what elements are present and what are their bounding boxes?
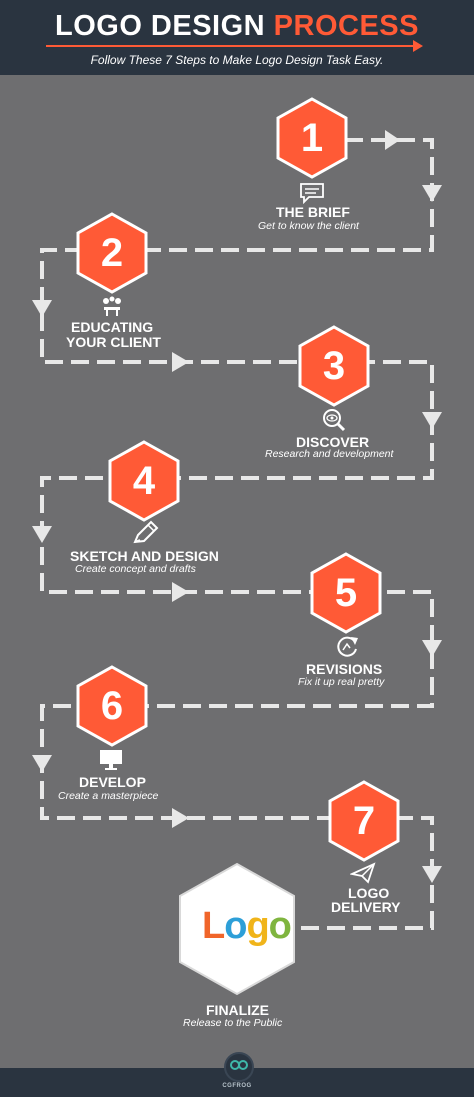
arrow-6 xyxy=(32,526,52,543)
arrow-8 xyxy=(422,640,442,657)
arrow-5 xyxy=(422,412,442,429)
pencil-icon xyxy=(133,520,159,544)
arrow-3 xyxy=(32,300,52,317)
step-2-title: EDUCATING xyxy=(71,319,154,335)
arrow-7 xyxy=(172,582,189,602)
meeting-icon xyxy=(103,296,121,316)
header-bar xyxy=(0,0,474,75)
step-3-hexagon: 3 xyxy=(298,325,370,407)
arrow-1 xyxy=(385,130,400,150)
arrow-4 xyxy=(172,352,189,372)
chat-bubble-icon xyxy=(300,183,324,204)
step-1-number: 1 xyxy=(300,115,324,160)
step-6-subtitle: Create a masterpiece xyxy=(58,790,159,802)
step-4-subtitle: Create concept and drafts xyxy=(75,563,196,575)
arrow-11 xyxy=(422,866,442,883)
arrow-10 xyxy=(172,808,189,828)
title-arrow-head xyxy=(413,40,423,52)
step-7-hexagon: 7 xyxy=(328,780,400,862)
step-4-title: SKETCH AND DESIGN xyxy=(70,548,219,564)
step-1-title: THE BRIEF xyxy=(276,204,350,220)
frog-logo-icon xyxy=(224,1052,254,1082)
page-title: LOGO DESIGN PROCESS xyxy=(54,10,419,42)
title-underline-arrow xyxy=(46,45,414,47)
step-6-number: 6 xyxy=(100,683,124,728)
page-subtitle: Follow These 7 Steps to Make Logo Design… xyxy=(90,53,384,67)
step-5-title: REVISIONS xyxy=(306,661,383,677)
step-4-number: 4 xyxy=(132,458,156,503)
step-7-title-line2: DELIVERY xyxy=(331,899,401,915)
step-2-number: 2 xyxy=(100,230,124,275)
step-6-title: DEVELOP xyxy=(79,774,146,790)
step-1-hexagon: 1 xyxy=(276,97,348,179)
step-2-hexagon: 2 xyxy=(76,212,148,294)
final-hexagon xyxy=(178,862,296,996)
refresh-icon xyxy=(337,636,358,657)
step-3-subtitle: Research and development xyxy=(265,448,394,460)
step-4-hexagon: 4 xyxy=(108,440,180,522)
logo-wordmark: Logo xyxy=(202,905,292,947)
arrow-9 xyxy=(32,755,52,772)
arrow-2 xyxy=(422,185,442,202)
footer-brand: CGFROG xyxy=(222,1083,252,1089)
step-6-hexagon: 6 xyxy=(76,665,148,747)
paper-plane-icon xyxy=(350,862,376,884)
magnifier-eye-icon xyxy=(323,409,346,432)
step-5-number: 5 xyxy=(334,570,358,615)
step-7-number: 7 xyxy=(352,798,376,843)
step-3-title: DISCOVER xyxy=(296,434,370,450)
step-7-title: LOGO xyxy=(348,885,390,901)
final-title: FINALIZE xyxy=(206,1002,269,1018)
step-1-subtitle: Get to know the client xyxy=(258,220,359,232)
final-subtitle: Release to the Public xyxy=(183,1017,283,1029)
step-2-title-line2: YOUR CLIENT xyxy=(66,334,161,350)
step-5-subtitle: Fix it up real pretty xyxy=(298,676,385,688)
title-accent: PROCESS xyxy=(273,10,419,42)
monitor-icon xyxy=(100,750,122,770)
step-5-hexagon: 5 xyxy=(310,552,382,634)
step-3-number: 3 xyxy=(322,343,346,388)
